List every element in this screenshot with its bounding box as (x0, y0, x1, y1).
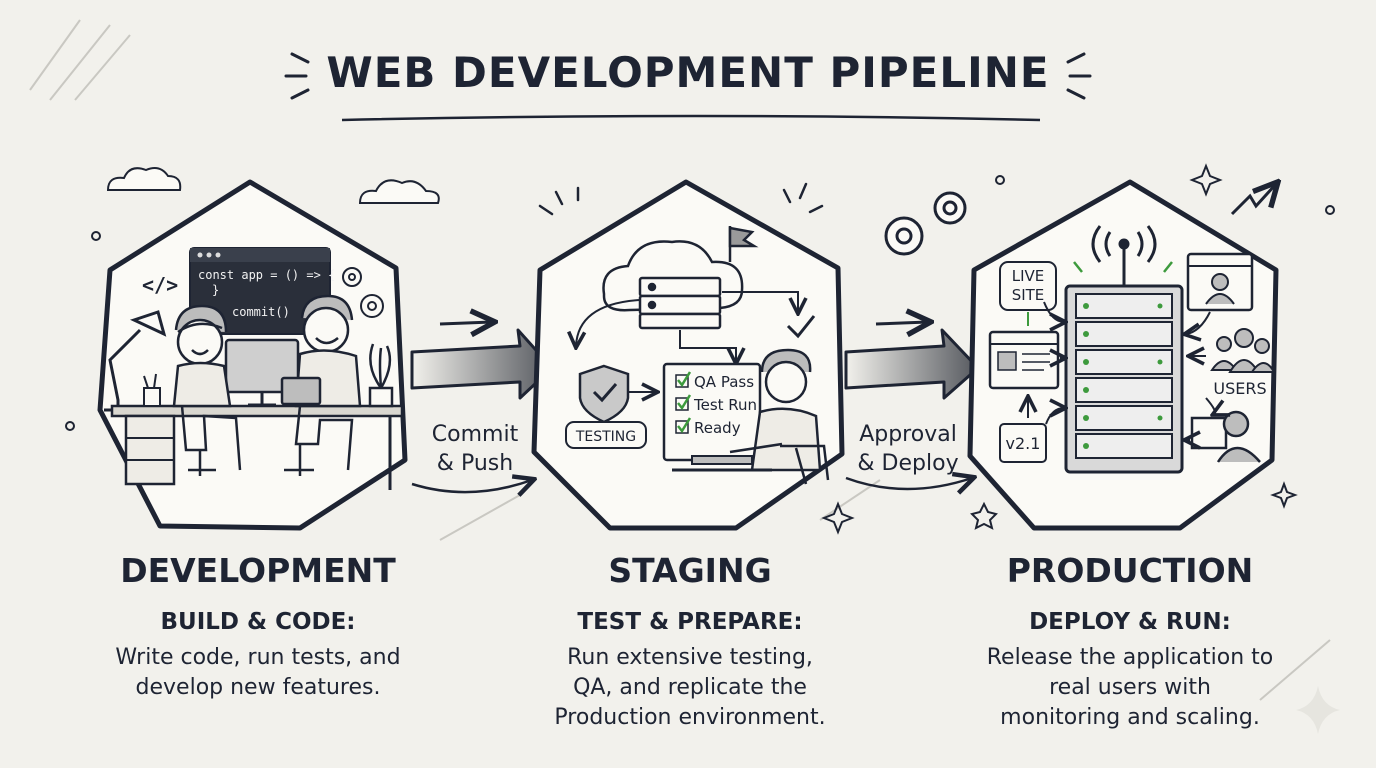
code-line-3: commit() (232, 305, 290, 319)
sparkle-icon (821, 501, 855, 535)
trend-up-icon (1230, 184, 1276, 216)
server-stack (638, 276, 722, 330)
production-description-line-3: monitoring and scaling. (1000, 705, 1260, 730)
approval-deploy-arrow (821, 322, 980, 535)
server-status-lights (1083, 303, 1163, 449)
code-tag-icon: </> (142, 273, 178, 297)
plant-icon (368, 343, 394, 408)
staging-description: Run extensive testing, QA, and replicate… (510, 643, 870, 733)
development-panel: const app = () => { } commit() </> (65, 167, 440, 531)
laptop (280, 376, 322, 406)
live-site-line-1: LIVE (1012, 267, 1045, 285)
checklist-item-ready: Ready (694, 419, 741, 437)
testing-badge (565, 421, 647, 449)
cloud-icon (358, 179, 440, 204)
approval-deploy-label: Approval & Deploy (848, 420, 968, 478)
commit-push-line-2: & Push (436, 451, 514, 476)
commit-push-line-1: Commit (431, 422, 519, 447)
title-underline (341, 114, 1041, 122)
version-label: v2.1 (1006, 434, 1041, 453)
staging-panel: TESTING QA Pass Test Run Ready (531, 179, 845, 531)
commit-push-arrow (410, 322, 554, 492)
staging-description-line-2: QA, and replicate the (573, 675, 807, 700)
commit-push-label: Commit & Push (420, 420, 530, 478)
production-description: Release the application to real users wi… (950, 643, 1310, 733)
production-panel: LIVE SITE v2.1 USERS (884, 163, 1335, 531)
pencil-cup (143, 387, 161, 407)
gear-icon (884, 191, 967, 256)
staging-description-line-1: Run extensive testing, (567, 645, 813, 670)
live-site-line-2: SITE (1012, 286, 1045, 304)
development-title: DEVELOPMENT (120, 551, 396, 590)
code-line-1: const app = () => { (198, 268, 335, 282)
staging-subtitle: TEST & PREPARE: (577, 609, 803, 635)
testing-badge-label: TESTING (575, 429, 636, 445)
development-description-line-2: develop new features. (135, 675, 381, 700)
title-emphasis-left (284, 52, 310, 100)
sparkle-lines (538, 182, 824, 216)
development-description-line-1: Write code, run tests, and (115, 645, 401, 670)
developer-left (172, 304, 242, 476)
desk (110, 404, 404, 418)
tester-person (729, 348, 830, 485)
users-group-icon (1210, 328, 1276, 373)
server-units (1075, 293, 1173, 459)
star-icon (1189, 163, 1223, 197)
sketch-hatching (29, 19, 1331, 701)
flag-icon (728, 226, 759, 262)
checklist-item-qa-pass: QA Pass (694, 373, 754, 391)
sparkle-watermark-icon (1296, 686, 1340, 734)
users-label: USERS (1213, 379, 1266, 398)
star-icon (970, 501, 998, 530)
production-title: PRODUCTION (1006, 551, 1254, 590)
version-badge (999, 423, 1047, 463)
keyboard (691, 455, 753, 465)
live-site-badge (999, 261, 1057, 311)
page-title: WEB DEVELOPMENT PIPELINE (326, 48, 1050, 97)
staging-title: STAGING (608, 551, 772, 590)
cloud-icon (106, 167, 182, 191)
gear-icon (342, 267, 384, 318)
production-description-line-1: Release the application to (986, 645, 1274, 670)
approval-deploy-line-1: Approval (859, 422, 957, 447)
checklist-item-test-run: Test Run (693, 396, 757, 414)
desk-drawers (124, 414, 176, 486)
production-subtitle: DEPLOY & RUN: (1029, 609, 1231, 635)
staging-description-line-3: Production environment. (554, 705, 826, 730)
title-emphasis-right (1066, 52, 1092, 100)
development-subtitle: BUILD & CODE: (160, 609, 356, 635)
star-icon (1270, 481, 1298, 509)
production-description-line-2: real users with (1049, 675, 1211, 700)
code-line-2: } (212, 283, 219, 297)
checklist: QA Pass Test Run Ready (675, 371, 757, 437)
antenna-icon (1091, 225, 1157, 290)
approval-deploy-line-2: & Deploy (857, 451, 959, 476)
development-description: Write code, run tests, and develop new f… (78, 643, 438, 703)
